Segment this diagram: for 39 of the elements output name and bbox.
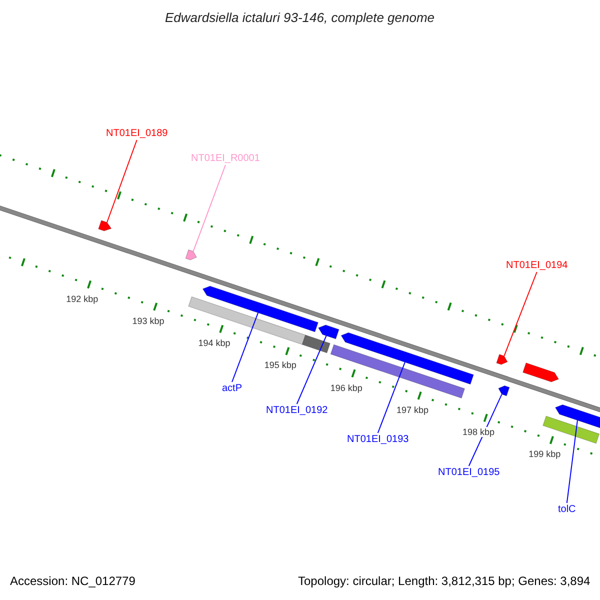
gene-feature	[340, 332, 474, 385]
gene-feature	[554, 404, 600, 429]
leader-line	[468, 394, 502, 466]
scale-label: 195 kbp	[264, 360, 296, 370]
leader-line	[377, 362, 406, 434]
leader-line	[504, 272, 538, 357]
accession-text: Accession: NC_012779	[10, 574, 136, 588]
feature-bar	[330, 344, 466, 398]
gene-feature	[498, 385, 510, 396]
leader-line	[566, 420, 578, 504]
feature-bar	[302, 334, 330, 354]
scale-label: 198 kbp	[462, 427, 495, 438]
leader-line	[232, 312, 259, 382]
leader-line	[106, 140, 138, 223]
gene-feature	[185, 249, 197, 260]
gene-feature	[496, 354, 508, 365]
genome-info-text: Topology: circular; Length: 3,812,315 bp; Genes: 3,894	[298, 574, 590, 588]
leader-line	[192, 164, 226, 252]
gene-feature	[202, 286, 318, 332]
leader-line	[296, 335, 327, 404]
map-title: Edwardsiella ictaluri 93-146, complete genome	[165, 10, 435, 25]
gene-label: NT01EI_0189	[106, 128, 168, 139]
gene-feature	[98, 220, 112, 232]
gene-label: actP	[222, 383, 242, 394]
scale-label: 194 kbp	[198, 338, 230, 348]
gene-label: NT01EI_0195	[438, 467, 500, 478]
scale-label: 197 kbp	[396, 404, 428, 415]
scale-label: 192 kbp	[66, 294, 98, 304]
gene-label: NT01EI_0193	[347, 434, 409, 445]
scale-label: 199 kbp	[528, 449, 561, 460]
scale-label: 196 kbp	[330, 382, 362, 393]
scale-label: 193 kbp	[132, 316, 164, 326]
gene-label: NT01EI_0192	[266, 405, 328, 416]
gene-label: tolC	[558, 504, 576, 515]
gene-feature	[318, 324, 340, 340]
gene-label: NT01EI_R0001	[191, 153, 260, 164]
gene-feature	[522, 362, 560, 382]
gene-label: NT01EI_0194	[506, 260, 568, 271]
feature-bar	[542, 416, 600, 444]
